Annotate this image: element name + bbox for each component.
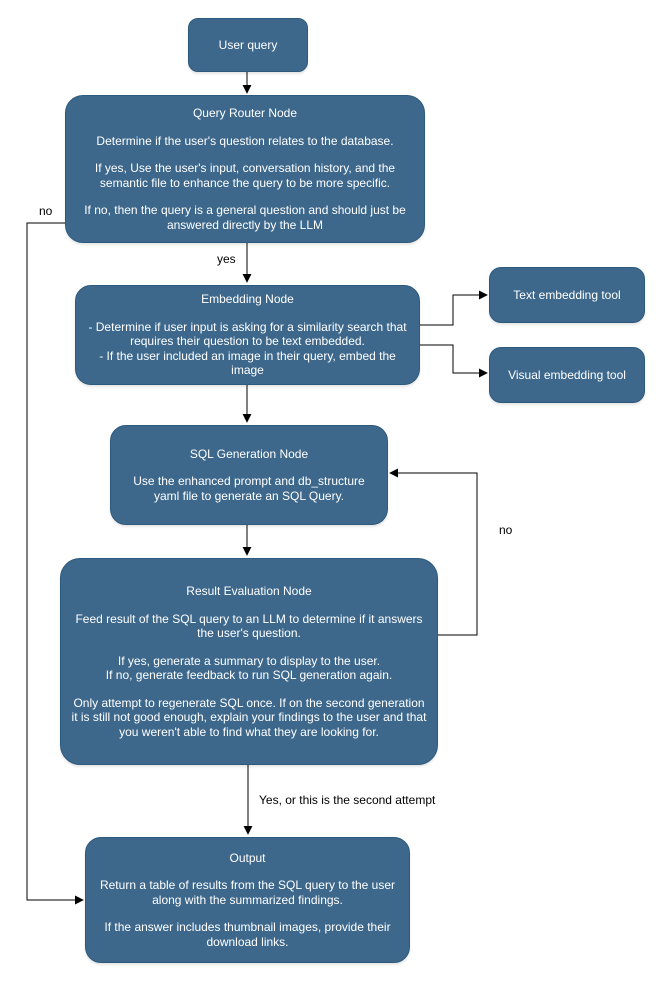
node-body-paragraph: Use the enhanced prompt and db_structure… [133, 474, 365, 503]
node-body-paragraph: If the answer includes thumbnail images,… [104, 920, 391, 949]
edge-embedding-to-texttool [420, 290, 488, 326]
node-body-paragraph: Feed result of the SQL query to an LLM t… [75, 611, 423, 641]
node-text-embedding-tool: Text embedding tool [489, 267, 645, 323]
edge-label-no-left: no [38, 204, 54, 218]
node-body: If yes, generate a summary to display to… [106, 654, 392, 683]
node-title: Result Evaluation Node [186, 584, 312, 598]
node-body-paragraph: Only attempt to regenerate SQL once. If … [71, 695, 427, 739]
node-title: Visual embedding tool [508, 367, 626, 382]
edge-label-no-right: no [498, 523, 514, 537]
edge-label-yes-second-attempt: Yes, or this is the second attempt [258, 793, 437, 807]
node-title: Output [229, 850, 266, 865]
node-sql-generation: SQL Generation Node Use the enhanced pro… [110, 425, 388, 525]
node-body-paragraph: If no, generate feedback to run SQL gene… [105, 668, 393, 682]
node-embedding: Embedding Node - Determine if user input… [75, 285, 420, 385]
node-result-evaluation: Result Evaluation Node Feed result of th… [60, 558, 438, 765]
node-body: - Determine if user input is asking for … [85, 320, 410, 378]
node-visual-embedding-tool: Visual embedding tool [489, 347, 645, 403]
node-user-query: User query [188, 18, 308, 72]
edge-label-yes: yes [216, 252, 237, 266]
edge-embedding-to-visualtool [420, 344, 488, 378]
node-title: Text embedding tool [513, 287, 621, 302]
node-body-paragraph: - Determine if user input is asking for … [88, 319, 407, 349]
node-body-paragraph: - If the user included an image in their… [99, 348, 396, 378]
node-output: Output Return a table of results from th… [85, 837, 410, 963]
node-title: Embedding Node [201, 292, 294, 307]
node-body-paragraph: If yes, Use the user's input, conversati… [94, 161, 396, 190]
node-body-paragraph: Determine if the user's question relates… [96, 133, 394, 148]
node-title: Query Router Node [192, 106, 298, 120]
node-body-paragraph: Return a table of results from the SQL q… [99, 878, 396, 907]
node-query-router: Query Router Node Determine if the user'… [65, 95, 425, 243]
node-body-paragraph: If no, then the query is a general quest… [84, 203, 406, 232]
node-title: SQL Generation Node [189, 446, 309, 461]
node-title: User query [218, 37, 278, 52]
node-body-paragraph: If yes, generate a summary to display to… [117, 653, 381, 668]
